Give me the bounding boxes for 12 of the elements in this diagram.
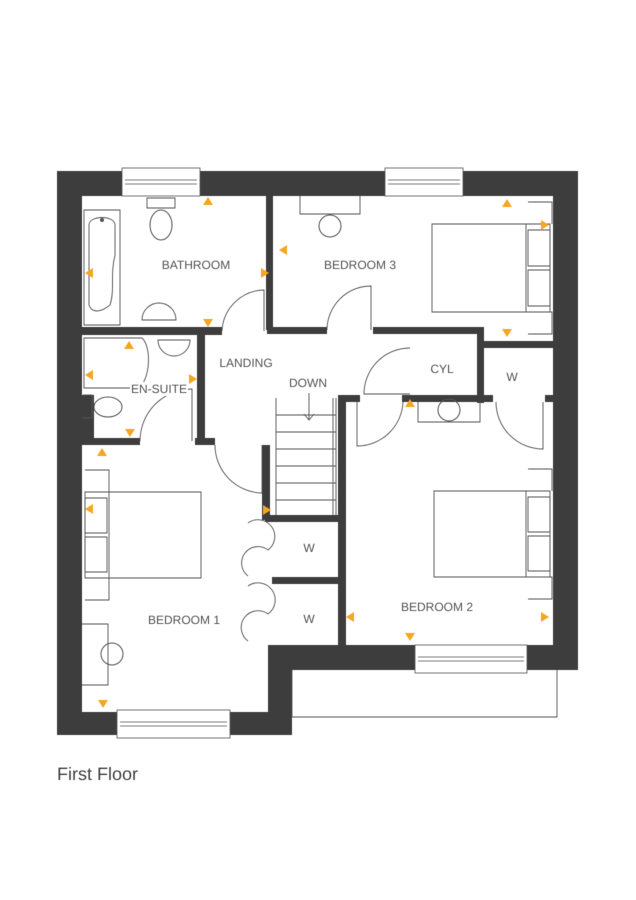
stair-direction-label: DOWN [288,376,328,390]
room-label: BEDROOM 1 [147,613,221,627]
room-label: LANDING [218,356,274,370]
room-label: W [302,541,316,555]
floor-caption: First Floor [57,764,138,785]
room-label: BEDROOM 3 [323,258,397,272]
room-label: BEDROOM 2 [400,600,474,614]
room-label: CYL [429,362,455,376]
room-label: BATHROOM [160,258,232,272]
room-label: W [505,370,519,384]
room-label: EN-SUITE [130,382,188,396]
room-label: W [302,612,316,626]
